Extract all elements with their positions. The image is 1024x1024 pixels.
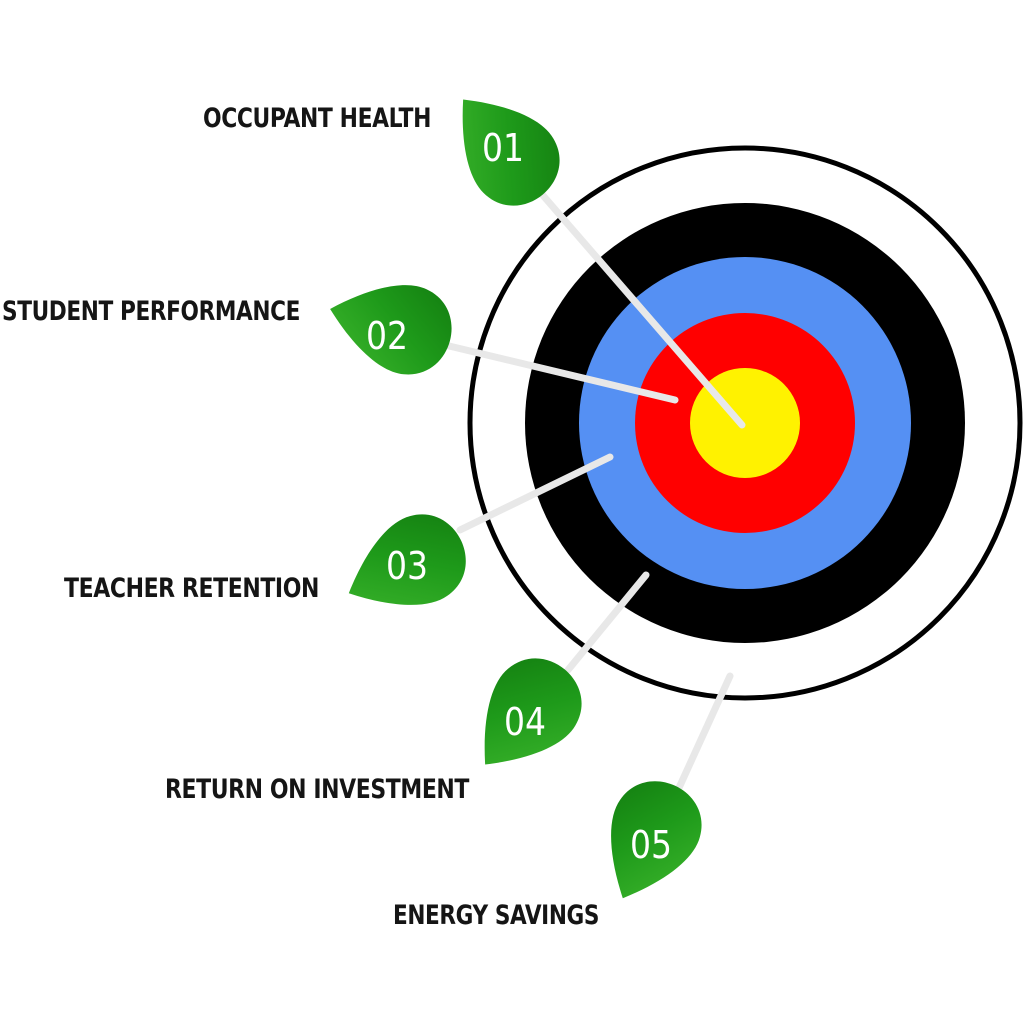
dart-number-04: 04 [504,700,546,744]
dart-number-01: 01 [482,126,524,170]
item-label-04: RETURN ON INVESTMENT [165,774,470,805]
dart-02 [330,285,452,375]
dart-03-body [348,514,466,605]
dart-shaft-04 [564,571,650,674]
dart-number-05: 05 [630,823,672,867]
dart-05 [611,781,702,899]
item-label-03: TEACHER RETENTION [64,573,319,604]
dart-04 [484,658,582,765]
dart-number-03: 03 [386,544,428,588]
dart-shaft-05 [674,672,734,794]
dart-shaft-02 [441,341,679,404]
dart-number-02: 02 [366,314,408,358]
dart-03 [348,514,466,605]
dart-shafts [441,188,746,794]
dart-02-body [330,285,452,375]
dart-01-body [462,99,560,206]
dart-01 [462,99,560,206]
dart-05-body [611,781,702,899]
item-label-02: STUDENT PERFORMANCE [2,296,300,327]
dart-04-body [484,658,582,765]
dart-shaft-01 [536,188,746,429]
dart-shaft-03 [456,453,614,534]
item-label-05: ENERGY SAVINGS [393,900,599,931]
item-label-01: OCCUPANT HEALTH [203,103,431,134]
target-board [467,145,1023,701]
